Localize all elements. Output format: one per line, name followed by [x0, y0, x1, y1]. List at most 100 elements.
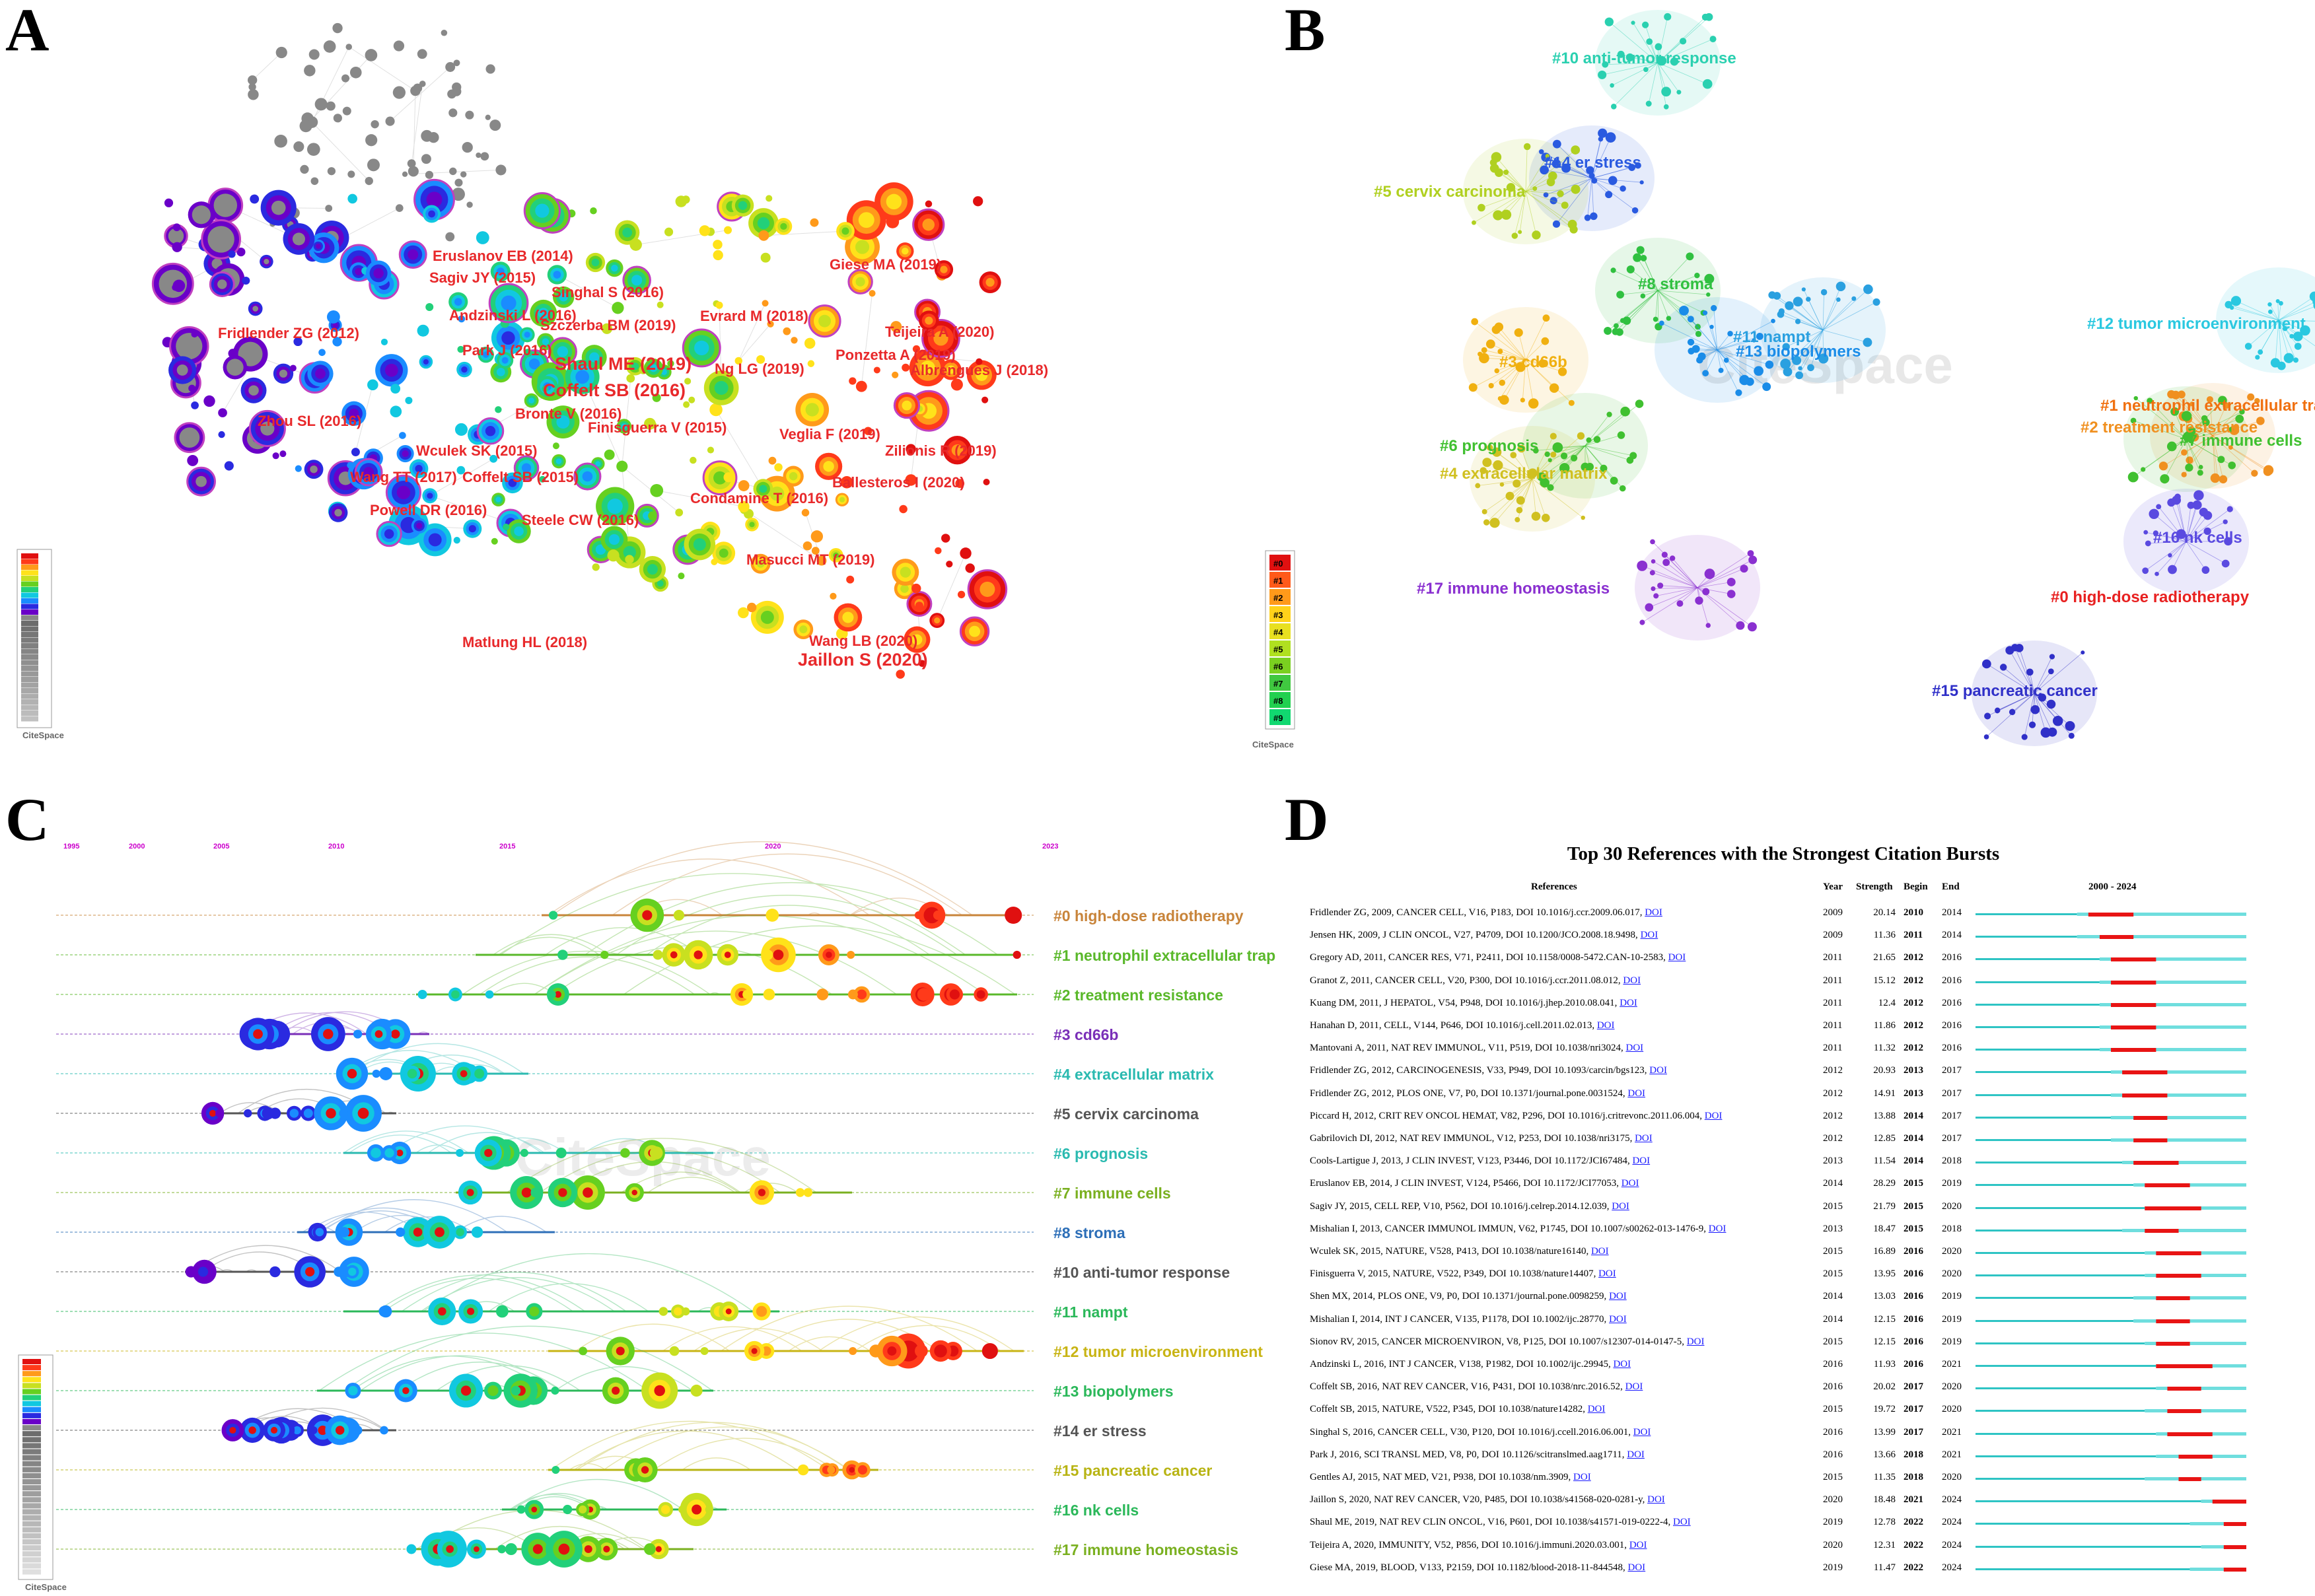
- doi-link[interactable]: DOI: [1609, 1291, 1627, 1302]
- reference-node: [191, 401, 199, 409]
- cluster-edge: [1717, 320, 1773, 351]
- doi-link[interactable]: DOI: [1645, 907, 1662, 918]
- begin-cell: 2015: [1904, 1178, 1923, 1189]
- doi-link[interactable]: DOI: [1647, 1494, 1665, 1506]
- burst-bar-burst: [2178, 1477, 2201, 1481]
- end-cell: 2019: [1942, 1313, 1962, 1325]
- doi-link[interactable]: DOI: [1633, 1426, 1651, 1438]
- timeline-node: [974, 987, 988, 1002]
- cluster-node: [1872, 298, 1880, 306]
- cluster-edge: [2212, 405, 2226, 436]
- doi-link[interactable]: DOI: [1598, 1268, 1616, 1280]
- reference-node: [738, 480, 750, 491]
- year-cell: 2015: [1823, 1336, 1843, 1347]
- doi-link[interactable]: DOI: [1635, 1133, 1653, 1144]
- year-tick-label: 2023: [1042, 843, 1058, 850]
- reference-node: [299, 120, 312, 133]
- citation-arc: [455, 1216, 547, 1233]
- doi-link[interactable]: DOI: [1668, 952, 1686, 963]
- reference-node: [453, 59, 460, 67]
- cluster-node: [1510, 452, 1517, 459]
- reference-node: [390, 384, 401, 394]
- cluster-node: [1793, 296, 1803, 307]
- citation-arc: [417, 1031, 430, 1035]
- year-legend-swatch: [21, 666, 38, 671]
- timeline-node: [849, 1346, 857, 1356]
- cluster-edge: [1585, 445, 1604, 469]
- timeline-cluster-label: #3 cd66b: [1053, 1026, 1118, 1043]
- timeline-node: [456, 1148, 464, 1158]
- doi-link[interactable]: DOI: [1621, 1178, 1639, 1189]
- reference-text: Finisguerra V, 2015, NATURE, V522, P349,…: [1310, 1268, 1616, 1280]
- panel-b-legend-watermark: CiteSpace: [1252, 740, 1294, 749]
- cluster-edge: [1645, 24, 1658, 63]
- cluster-node: [1657, 582, 1664, 589]
- node-label: Fridlender ZG (2012): [218, 325, 359, 341]
- reference-node: [650, 421, 657, 429]
- cluster-node: [2309, 291, 2315, 302]
- doi-link[interactable]: DOI: [1612, 1200, 1629, 1212]
- doi-link[interactable]: DOI: [1632, 1156, 1651, 1167]
- doi-link[interactable]: DOI: [1625, 1043, 1644, 1054]
- doi-link[interactable]: DOI: [1649, 1065, 1667, 1076]
- doi-link[interactable]: DOI: [1620, 997, 1637, 1008]
- cluster-edge: [1717, 349, 1759, 372]
- doi-link[interactable]: DOI: [1673, 1517, 1691, 1528]
- timeline-node: [659, 1307, 668, 1316]
- cluster-node: [1497, 396, 1503, 401]
- cluster-node: [1762, 382, 1771, 392]
- timeline-node: [417, 989, 427, 1000]
- node-label: Singhal S (2016): [552, 284, 664, 300]
- burst-bar-before: [1976, 1410, 2145, 1412]
- year-legend-swatch: [22, 1491, 41, 1497]
- cluster-edge: [1615, 290, 1658, 332]
- citation-arc: [662, 1326, 802, 1352]
- doi-link[interactable]: DOI: [1573, 1472, 1591, 1482]
- node-label: Wang TT (2017): [350, 469, 457, 485]
- cluster-node: [1639, 619, 1645, 625]
- cluster-node: [2015, 644, 2024, 652]
- doi-link[interactable]: DOI: [1613, 1359, 1631, 1370]
- doi-link[interactable]: DOI: [1704, 1110, 1723, 1121]
- cluster-legend-swatch: [1269, 692, 1291, 708]
- doi-link[interactable]: DOI: [1629, 1539, 1647, 1550]
- doi-link[interactable]: DOI: [1609, 1313, 1627, 1325]
- reference-text: Andzinski L, 2016, INT J CANCER, V138, P…: [1310, 1359, 1631, 1370]
- cluster-edge: [1690, 341, 1718, 351]
- doi-link[interactable]: DOI: [1623, 975, 1641, 986]
- cluster-node: [1676, 90, 1682, 95]
- year-legend-swatch: [22, 1431, 41, 1437]
- reference-node: [530, 299, 557, 327]
- burst-row: Piccard H, 2012, CRIT REV ONCOL HEMAT, V…: [1310, 1107, 2261, 1129]
- year-cell: 2013: [1823, 1156, 1843, 1167]
- cluster-edge: [2186, 508, 2230, 542]
- cluster-node: [2230, 296, 2242, 306]
- doi-link[interactable]: DOI: [1686, 1336, 1705, 1347]
- doi-link[interactable]: DOI: [1627, 1088, 1646, 1099]
- reference-node: [983, 479, 990, 486]
- strength-cell: 12.85: [1873, 1133, 1896, 1144]
- timeline-node: [662, 943, 686, 967]
- reference-node: [684, 378, 692, 385]
- doi-link[interactable]: DOI: [1596, 1020, 1615, 1031]
- doi-link[interactable]: DOI: [1625, 1381, 1643, 1393]
- citation-arc: [548, 858, 870, 916]
- doi-link[interactable]: DOI: [1627, 1562, 1646, 1573]
- timeline-node: [705, 1505, 713, 1514]
- reference-node: [707, 446, 715, 454]
- doi-link[interactable]: DOI: [1590, 1246, 1609, 1257]
- strength-cell: 21.65: [1873, 952, 1896, 963]
- reference-node: [524, 393, 539, 408]
- reference-node: [874, 182, 913, 221]
- year-legend-swatch: [22, 1461, 41, 1467]
- cluster-edge: [2278, 301, 2315, 321]
- strength-cell: 19.72: [1873, 1404, 1896, 1415]
- doi-link[interactable]: DOI: [1587, 1404, 1606, 1415]
- doi-link[interactable]: DOI: [1640, 930, 1658, 941]
- cluster-node: [1532, 230, 1541, 240]
- doi-link[interactable]: DOI: [1708, 1223, 1727, 1234]
- reference-node: [345, 44, 353, 50]
- doi-link[interactable]: DOI: [1627, 1449, 1645, 1460]
- cluster-edge: [2133, 420, 2187, 440]
- reference-node: [457, 345, 464, 353]
